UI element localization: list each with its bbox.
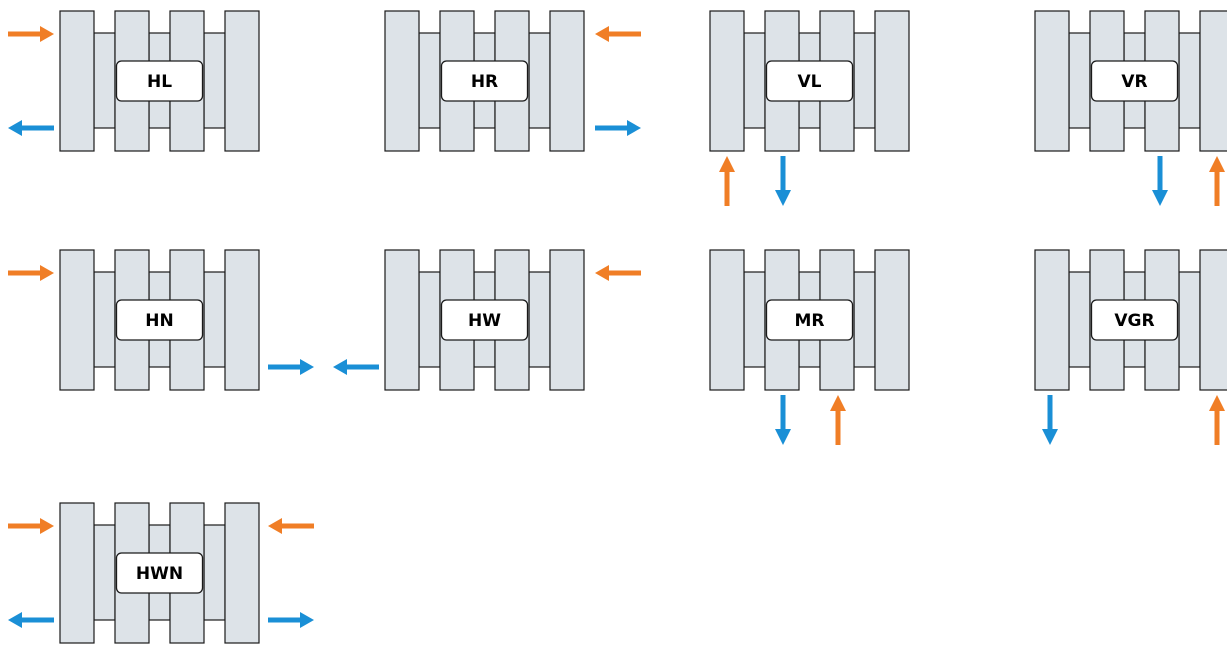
supply-arrow-up-icon	[1209, 395, 1225, 445]
return-arrow-down-icon	[775, 395, 791, 445]
radiator-label-box	[1090, 60, 1179, 102]
radiator-connector	[853, 271, 876, 368]
radiator-label-box	[115, 552, 204, 594]
radiator-connector	[528, 271, 551, 368]
return-arrow-left-icon	[8, 120, 54, 136]
radiator-vl: VL	[709, 10, 910, 206]
radiator-vgr: VGR	[1034, 249, 1227, 445]
radiator-section	[549, 249, 585, 391]
radiator-hl: HL	[8, 10, 260, 152]
radiator-section	[874, 10, 910, 152]
radiator-connector	[203, 524, 226, 621]
return-arrow-down-icon	[1152, 156, 1168, 206]
radiator-label: HL	[147, 72, 172, 92]
radiator-section	[1034, 249, 1070, 391]
radiator-label-box	[765, 60, 854, 102]
return-arrow-down-icon	[1042, 395, 1058, 445]
radiator-label: VR	[1121, 72, 1147, 92]
radiator-section	[224, 10, 260, 152]
supply-arrow-up-icon	[719, 156, 735, 206]
radiator-section	[1034, 10, 1070, 152]
radiator-section	[709, 10, 745, 152]
radiator-label: MR	[794, 311, 824, 331]
return-arrow-right-icon	[595, 120, 641, 136]
radiator-vr: VR	[1034, 10, 1227, 206]
return-arrow-down-icon	[775, 156, 791, 206]
radiator-hw: HW	[333, 249, 641, 391]
radiator-hwn: HWN	[8, 502, 314, 644]
radiator-connector	[853, 32, 876, 129]
radiator-label-box	[765, 299, 854, 341]
supply-arrow-left-icon	[595, 265, 641, 281]
supply-arrow-right-icon	[8, 518, 54, 534]
radiator-connector	[418, 32, 441, 129]
radiator-section	[709, 249, 745, 391]
radiator-section	[224, 502, 260, 644]
radiator-section	[874, 249, 910, 391]
radiator-label: VGR	[1114, 311, 1154, 331]
radiator-section	[59, 502, 95, 644]
radiator-hn: HN	[8, 249, 314, 391]
radiator-connector	[1178, 271, 1201, 368]
supply-arrow-right-icon	[8, 26, 54, 42]
supply-arrow-left-icon	[268, 518, 314, 534]
radiator-connector	[203, 32, 226, 129]
radiator-label: HW	[468, 311, 501, 331]
return-arrow-right-icon	[268, 612, 314, 628]
radiator-connector	[1178, 32, 1201, 129]
radiator-section	[1199, 10, 1227, 152]
radiator-section	[384, 249, 420, 391]
radiator-label-box	[115, 299, 204, 341]
radiator-section	[1199, 249, 1227, 391]
radiator-connector	[93, 32, 116, 129]
radiator-label-box	[440, 299, 529, 341]
radiator-section	[59, 249, 95, 391]
supply-arrow-up-icon	[1209, 156, 1225, 206]
radiator-label: HWN	[136, 564, 183, 584]
radiator-label-box	[440, 60, 529, 102]
radiator-connector	[93, 524, 116, 621]
radiator-section	[384, 10, 420, 152]
radiator-section	[59, 10, 95, 152]
return-arrow-left-icon	[333, 359, 379, 375]
radiator-connector	[528, 32, 551, 129]
radiator-connector	[418, 271, 441, 368]
supply-arrow-up-icon	[830, 395, 846, 445]
radiator-connector	[93, 271, 116, 368]
radiator-connector	[743, 32, 766, 129]
radiator-label-box	[115, 60, 204, 102]
radiator-section	[224, 249, 260, 391]
return-arrow-left-icon	[8, 612, 54, 628]
radiator-mr: MR	[709, 249, 910, 445]
supply-arrow-left-icon	[595, 26, 641, 42]
supply-arrow-right-icon	[8, 265, 54, 281]
radiator-connector	[1068, 271, 1091, 368]
radiator-label: VL	[798, 72, 822, 92]
radiator-section	[549, 10, 585, 152]
radiator-connector	[743, 271, 766, 368]
radiator-connector	[203, 271, 226, 368]
radiator-connector	[1068, 32, 1091, 129]
radiator-label-box	[1090, 299, 1179, 341]
radiator-label: HR	[471, 72, 498, 92]
return-arrow-right-icon	[268, 359, 314, 375]
radiator-hr: HR	[384, 10, 641, 152]
radiator-label: HN	[145, 311, 173, 331]
